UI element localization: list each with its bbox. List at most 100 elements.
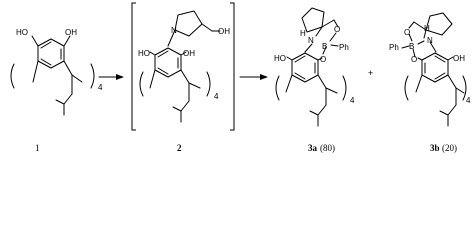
compound-2-structure [139,10,221,123]
compound-2-brackets [131,2,235,131]
compound-2-oh-bond [180,51,187,56]
compound-3a-double-bond [294,55,306,63]
compound-3a-o-label: O [320,55,326,64]
compound-2-oh-label: OH [183,49,195,58]
compound-3a-ho-bond [286,56,293,61]
compound-3b-ob-bond [408,33,413,42]
compound-3b-alkyl-bond [447,104,457,116]
compound-3b-b-label: B [409,42,414,51]
compound-3b-link-bond [447,74,457,89]
compound-1-repeat-count: 4 [98,83,103,92]
compound-1-double-bond [40,58,52,66]
compound-2-right-bracket [230,2,235,131]
compound-1-right-paren [90,63,95,89]
compound-2-n-label: N [171,26,177,35]
compound-3b-bph-bond [401,45,410,49]
compound-3a-o-ring-label: O [334,25,340,34]
compound-2-link-bond [149,69,156,89]
compound-1-label: 1 [35,143,40,153]
compound-3a-right-paren [342,75,347,101]
compound-3a-repeat-count: 4 [350,96,355,105]
compound-3a-link-bond [325,87,338,94]
compound-2-double-bond [157,67,169,75]
compound-3b-link-bond [415,74,423,93]
compound-3a-ho-label: HO [274,54,286,63]
compound-2-pyrrolidine [174,10,203,37]
compound-3a-nc-bond [315,26,323,37]
compound-3b-bo-bond [412,48,416,58]
scheme-svg: HO OH 4 1 N [10,2,471,153]
compound-3b-yield: (20) [442,143,457,153]
compound-2-alkyl-bond [180,100,190,112]
compound-3b-bn-bond [417,40,425,45]
compound-3b-oh-bond [447,56,454,61]
compound-1-ring [37,38,65,69]
compound-3a-link-bond [285,74,293,93]
compound-3a-bph-bond [330,44,339,47]
compound-1-ho-label: HO [16,28,28,37]
compound-2-nch2-bond [167,29,176,47]
compound-3b-h-label: H [424,24,430,33]
compound-3b-pyrrolidine [425,12,453,36]
compound-1-oh-label: OH [65,28,77,37]
reaction-arrow-2 [239,74,268,80]
compound-1-link-bond [32,60,39,83]
compound-1-double-bond [40,41,52,49]
compound-3b-oh-label: OH [453,54,465,63]
compound-3a-structure [275,7,347,127]
compound-3a-b-label: B [322,42,327,51]
compound-2-left-paren [139,71,144,97]
compound-2-oh-side-label: OH [218,27,230,36]
compound-3b-ph-label: Ph [389,43,399,52]
compound-1-link-bond [71,74,83,83]
compound-2-link-bond [188,82,201,89]
compound-3a-n-label: N [308,36,314,45]
compound-3b-double-bond [434,55,446,63]
compound-3a-double-bond [294,72,306,80]
compound-3b-n-label: N [427,36,433,45]
compound-3b-ch2-bond [413,21,427,31]
compound-3b-left-paren [404,75,409,101]
compound-1-structure [10,35,95,116]
compound-3a-yield: (80) [320,143,335,153]
compound-3a-pyrrolidine [301,7,325,33]
compound-2-alkyl-bond [172,106,182,112]
compound-2-link-bond [180,69,190,84]
compound-3a-ch2-bond [321,19,335,28]
compound-3b-link-bond [455,87,465,94]
compound-3a-ring [291,52,319,83]
compound-3a-bo-bond [322,46,327,55]
compound-2-ho-label: HO [138,49,150,58]
compound-3b-ring [421,52,449,83]
compound-2-ring [154,47,182,78]
compound-2-ho-bond [149,51,156,56]
compound-3b-ring-o-bond [417,57,423,61]
compound-2-ch2-bond [201,23,213,32]
compound-3b-o-label: O [411,55,417,64]
compound-1-left-paren [10,63,15,89]
compound-2-label: 2 [177,143,182,153]
compound-3b-nc-bond [423,29,427,39]
compound-1-oh-bond [63,35,71,47]
reaction-arrow-1 [98,74,124,80]
compound-2-double-bond [157,50,169,58]
compound-3b-structure [401,12,467,127]
compound-3a-label: 3a [308,143,318,153]
compound-3b-repeat-count: 4 [466,96,471,105]
compound-2-left-bracket [131,2,136,131]
compound-3a-h-label: H [300,29,306,38]
compound-3b-right-paren [462,75,467,101]
compound-3a-ob-bond [329,32,337,42]
compound-3b-label: 3b [430,143,440,153]
compound-1-alkyl-bond [63,93,73,105]
compound-3a-link-bond [317,74,327,89]
compound-1-ho-bond [31,35,39,47]
compound-3a-left-paren [275,75,280,101]
compound-3b-nch2-bond [429,41,437,53]
compound-3a-co-bond [333,19,339,28]
compound-3a-nch2-bond [304,43,313,53]
compound-3b-alkyl-bond [439,110,449,116]
plus-sign: + [368,68,373,78]
compound-1-alkyl-bond [55,99,65,105]
compound-3b-double-bond [434,72,446,80]
